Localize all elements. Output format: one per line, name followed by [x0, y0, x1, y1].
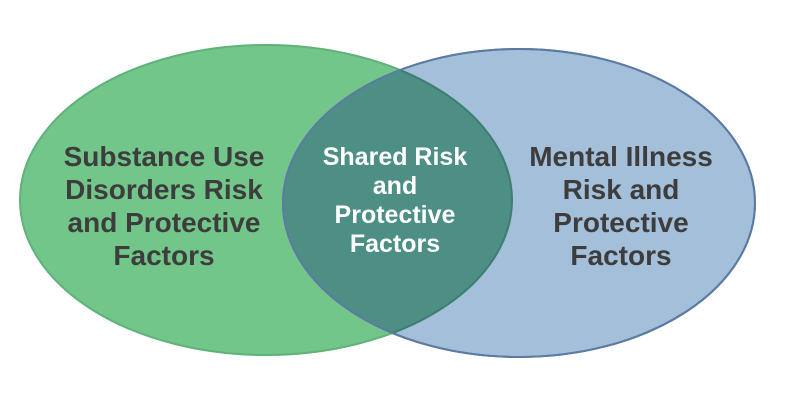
- label-line: and Protective: [67, 207, 261, 238]
- label-line: Mental Illness: [529, 141, 713, 172]
- label-line: Substance Use: [63, 141, 265, 172]
- label-line: Disorders Risk: [65, 174, 263, 205]
- label-line: Protective: [334, 201, 456, 229]
- label-line: Protective: [553, 207, 689, 238]
- right-ellipse-outline: [282, 48, 756, 358]
- label-line: Risk and: [562, 174, 680, 205]
- overlap-region-shape: [283, 49, 513, 356]
- label-line: Factors: [113, 240, 215, 271]
- right-ellipse-label: Mental Illness Risk and Protective Facto…: [501, 140, 741, 272]
- overlap-label: Shared Risk and Protective Factors: [307, 143, 483, 259]
- left-ellipse-label: Substance Use Disorders Risk and Protect…: [38, 140, 290, 272]
- label-line: Shared Risk: [322, 143, 468, 171]
- label-line: Factors: [570, 240, 672, 271]
- label-line: and: [372, 172, 418, 200]
- label-line: Factors: [349, 230, 441, 258]
